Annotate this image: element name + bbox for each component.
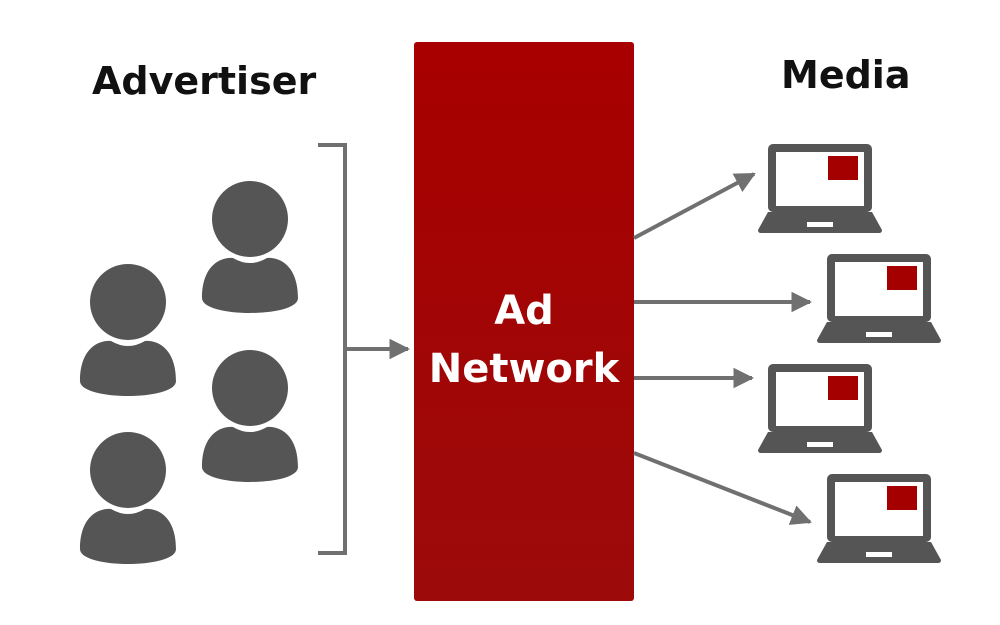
ad-network-label-line1: Ad xyxy=(494,288,554,334)
person-icon xyxy=(202,181,298,313)
ad-network-box xyxy=(414,42,634,601)
ad-network-label-line2: Network xyxy=(428,346,620,392)
laptop-icon xyxy=(758,144,882,233)
person-icon xyxy=(80,264,176,396)
media-heading: Media xyxy=(781,53,911,97)
person-icon xyxy=(80,432,176,564)
arrow-to-media-1 xyxy=(633,172,756,240)
laptop-icon xyxy=(817,254,941,343)
laptop-icon xyxy=(817,474,941,563)
person-icon xyxy=(202,350,298,482)
ad-network-label: Ad Network xyxy=(414,282,634,398)
laptop-icon xyxy=(758,364,882,453)
advertiser-heading: Advertiser xyxy=(92,59,317,103)
arrow-to-media-4 xyxy=(633,451,812,525)
advertiser-bracket xyxy=(318,143,347,555)
